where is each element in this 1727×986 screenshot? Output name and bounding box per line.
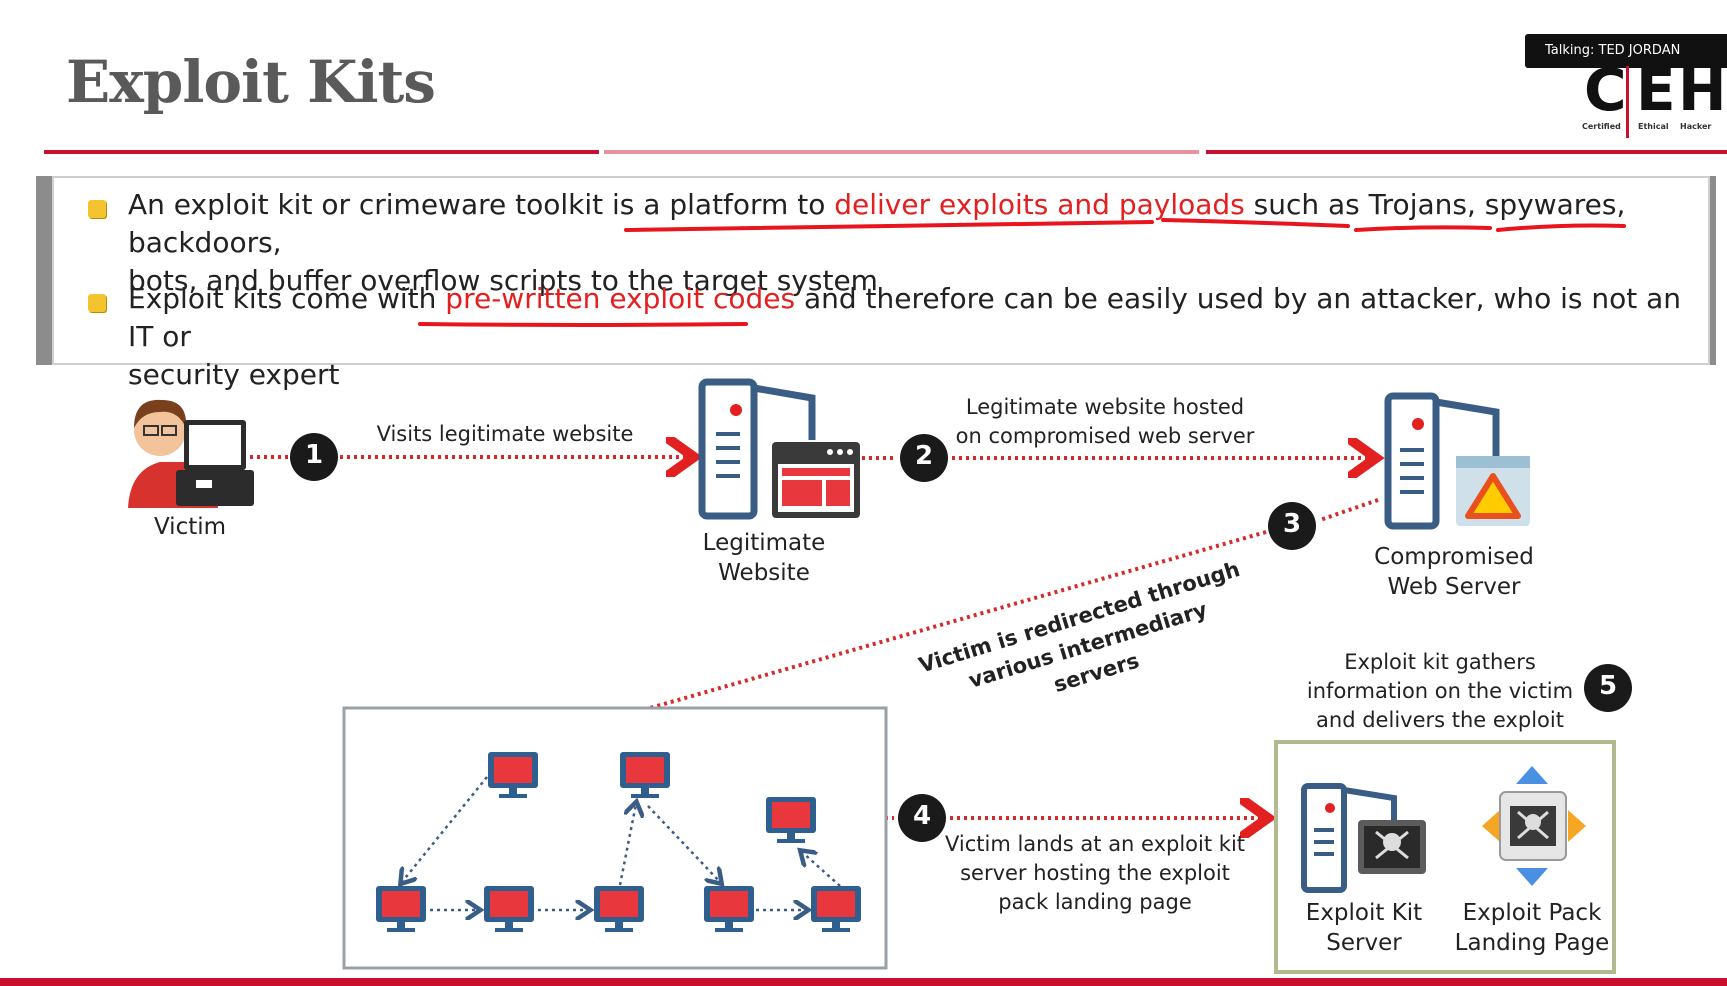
exploit-pack-landing-label: Exploit Pack Landing Page	[1452, 898, 1612, 958]
bullet-box: An exploit kit or crimeware toolkit is a…	[36, 176, 1716, 391]
bullet-2-line-2: security expert	[128, 358, 340, 391]
step-3-badge: 3	[1282, 509, 1302, 539]
step-5-label: Exploit kit gathers information on the v…	[1290, 648, 1590, 735]
bullet-2-text-a: Exploit kits come with	[128, 282, 446, 315]
step-2-label-line-2: on compromised web server	[955, 424, 1255, 448]
logo-letter-h: H	[1678, 56, 1727, 124]
underline-trojans	[1161, 218, 1350, 228]
step-5-label-line-3: and delivers the exploit	[1316, 708, 1564, 732]
underline-spywares	[1354, 225, 1492, 232]
victim-label: Victim	[153, 514, 227, 540]
compromised-server-label: Compromised Web Server	[1354, 542, 1554, 602]
footer-bar	[0, 978, 1727, 986]
compromised-label-line-2: Web Server	[1387, 574, 1521, 600]
logo-divider	[1626, 66, 1629, 138]
bullet-1-text-a: An exploit kit or crimeware toolkit is a…	[128, 188, 835, 221]
ek-server-label-line-2: Server	[1326, 930, 1402, 956]
talking-indicator: Talking: TED JORDAN	[1525, 34, 1727, 68]
step-2-label: Legitimate website hosted on compromised…	[940, 393, 1270, 451]
ek-landing-label-line-1: Exploit Pack	[1462, 900, 1602, 926]
logo-word-hacker: Hacker	[1680, 122, 1712, 131]
step-4-label-line-2: server hosting the exploit	[960, 861, 1230, 885]
ceh-logo: C E H Certified Ethical Hacker	[1580, 56, 1727, 138]
compromised-server-icon	[1384, 392, 1530, 530]
ek-server-label-line-1: Exploit Kit	[1305, 900, 1423, 926]
bullet-square-icon	[88, 294, 106, 312]
underline-backdoors	[1496, 223, 1626, 232]
step-1-label: Visits legitimate website	[376, 422, 634, 446]
bullet-1-highlight: deliver exploits and payloads	[834, 188, 1245, 221]
bullet-square-icon	[88, 200, 106, 218]
step-4-label-line-3: pack landing page	[998, 890, 1192, 914]
victim-icon	[128, 399, 254, 508]
step-5-label-line-1: Exploit kit gathers	[1344, 650, 1536, 674]
step-4-badge: 4	[912, 801, 932, 831]
step-4-label: Victim lands at an exploit kit server ho…	[930, 830, 1260, 917]
exploit-kit-server-icon	[1301, 783, 1426, 893]
logo-word-certified: Certified	[1582, 122, 1621, 131]
step-1-badge: 1	[304, 440, 324, 470]
step-2-badge: 2	[914, 441, 934, 471]
step-2-label-line-1: Legitimate website hosted	[965, 395, 1245, 419]
legitimate-website-label: Legitimate Website	[674, 528, 854, 588]
ek-landing-label-line-2: Landing Page	[1454, 930, 1610, 956]
legitimate-website-icon	[698, 378, 860, 520]
bullet-2-highlight: pre-written exploit codes	[445, 282, 796, 315]
exploit-pack-landing-icon	[1482, 766, 1586, 886]
logo-letter-e: E	[1636, 56, 1676, 124]
legitimate-label-line-1: Legitimate	[702, 530, 826, 556]
step-4-label-line-1: Victim lands at an exploit kit	[944, 832, 1246, 856]
step-5-badge: 5	[1598, 671, 1618, 701]
exploit-kit-server-label: Exploit Kit Server	[1284, 898, 1444, 958]
bullet-2: Exploit kits come with pre-written explo…	[88, 280, 1708, 394]
logo-letter-c: C	[1584, 56, 1627, 124]
compromised-label-line-1: Compromised	[1374, 544, 1534, 570]
bullet-2-text-c: and therefore can be easily used by an a…	[128, 282, 1682, 353]
underline-prewritten	[418, 322, 748, 327]
slide-title: Exploit Kits	[66, 48, 436, 116]
bullet-1: An exploit kit or crimeware toolkit is a…	[88, 186, 1708, 300]
logo-word-ethical: Ethical	[1638, 122, 1669, 131]
legitimate-label-line-2: Website	[718, 560, 810, 586]
bullet-1-line-2: bots, and buffer overflow scripts to the…	[128, 264, 878, 297]
underline-platform	[624, 220, 1154, 232]
header-rule	[44, 150, 1727, 154]
step-5-label-line-2: information on the victim	[1306, 679, 1574, 703]
bullet-1-text-c: such as Trojans, spywares, backdoors,	[128, 188, 1626, 259]
